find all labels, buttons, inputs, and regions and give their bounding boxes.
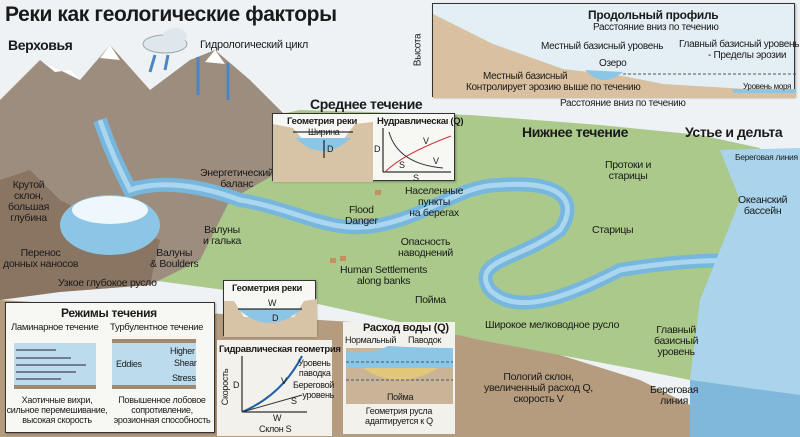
section-mouth: Устье и дельта: [685, 124, 783, 140]
profile-main-base: Главный базисный уровень: [679, 39, 800, 50]
discharge-title: Расход воды (Q): [363, 322, 449, 334]
hydraulic-y-axis: Скорость: [220, 368, 231, 406]
geom-top-depth: D: [327, 144, 334, 154]
cloud-icon: [142, 28, 188, 54]
profile-lake: Озеро: [599, 58, 627, 69]
label-shoreline-top: Береговая линия: [735, 152, 798, 162]
laminar-label: Ламинарное течение: [11, 322, 99, 333]
label-boulders: Валуны& Boulders: [150, 247, 199, 270]
label-oxbows: Старицы: [592, 224, 634, 236]
section-middle: Среднее течение: [310, 96, 423, 112]
flow-title: Режимы течения: [61, 306, 157, 320]
section-upper: Верховья: [8, 37, 73, 53]
river-geometry-panel-top: Геометрия реки Ширина D Hудравлическаı (…: [272, 113, 464, 183]
discharge-panel: Расход воды (Q) Нормальный Паводок Урове…: [293, 322, 455, 434]
label-floodplain: Пойма: [415, 294, 446, 306]
profile-x-axis: Расстояние вниз по течению: [560, 98, 686, 109]
profile-local-base: Местный базисный уровень: [541, 41, 664, 52]
hydraulic-title: Гидравлическая геометрия: [219, 344, 341, 355]
longitudinal-profile-panel: Продольный профиль Расстояние вниз по те…: [432, 3, 799, 98]
water-cycle-arrows-icon: [148, 54, 230, 100]
label-gentle-slope: Пологий склон,увеличенный расход Q,скоро…: [484, 371, 593, 405]
hydraulic-geometry-panel: Гидравлическая геометрия Скорость D V S …: [217, 340, 341, 436]
river-geometry-panel-bottom: Геометрия реки W D: [223, 280, 317, 337]
laminar-description: Хаотичные вихри,сильное перемешивание,вы…: [6, 395, 108, 425]
hydro-cycle-label: Гидрологический цикл: [200, 39, 309, 51]
profile-local-base-2: Местный базисный: [483, 71, 568, 82]
page-title: Реки как геологические факторы: [5, 3, 337, 26]
discharge-normal: Нормальный: [345, 335, 397, 345]
turbulent-label: Турбулентное течение: [110, 322, 204, 333]
profile-title: Продольный профиль: [588, 8, 719, 22]
profile-y-axis: Высота: [412, 33, 424, 67]
ocean-basin: [690, 148, 800, 420]
discharge-flood: Паводок: [408, 335, 442, 345]
geom-bottom-title: Геометрия реки: [232, 283, 303, 294]
houses-icon: [330, 190, 381, 263]
label-narrow-channel: Узкое глубокое русло: [58, 277, 157, 289]
flow-regimes-panel: Режимы течения Ламинарное течение Турбул…: [5, 302, 215, 433]
profile-controls: Контролирует эрозию выше по течению: [466, 82, 641, 93]
profile-subtitle: Расстояние вниз по течению: [593, 22, 719, 33]
geom-top-title: Геометрия реки: [287, 116, 358, 127]
label-wide-channel: Широкое мелководное русло: [485, 319, 620, 331]
discharge-floodplain: Пойма: [387, 392, 414, 402]
hydraulic-top-title: Hудравлическаı (Q): [377, 116, 464, 127]
profile-sea-level: Уровень моря: [743, 82, 792, 91]
section-lower: Нижнее течение: [522, 124, 629, 140]
hydraulic-x-axis: Склон S: [259, 424, 292, 434]
geom-top-width: Ширина: [308, 127, 340, 137]
profile-erosion-limit: - Пределы эрозии: [708, 50, 787, 61]
